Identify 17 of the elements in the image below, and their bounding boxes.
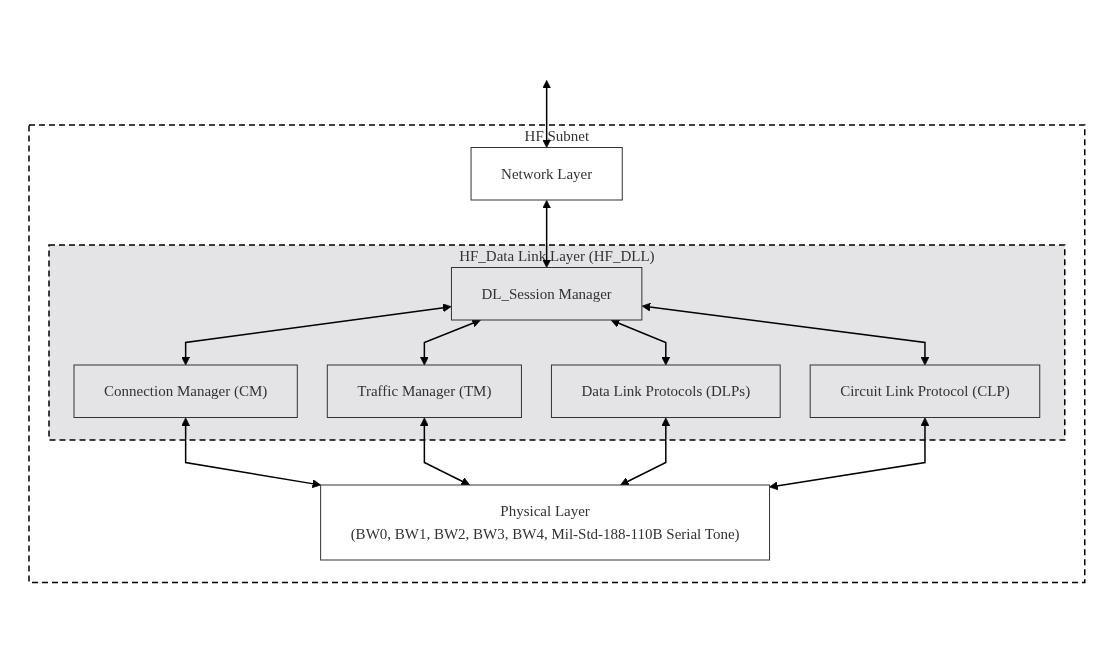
arrow	[419, 319, 481, 366]
node-box: Traffic Manager (TM)	[326, 364, 522, 419]
node-box: Network Layer	[470, 147, 623, 201]
arrow	[641, 303, 929, 366]
node-box: Physical Layer (BW0, BW1, BW2, BW3, BW4, Mil-Std-188-110B Serial Tone)	[319, 484, 770, 561]
arrow	[619, 417, 670, 486]
arrow	[180, 303, 452, 366]
node-box: DL_Session Manager	[450, 267, 642, 321]
arrow	[419, 417, 470, 486]
arrow	[180, 417, 321, 489]
arrow	[610, 319, 670, 366]
node-box: Data Link Protocols (DLPs)	[550, 364, 781, 419]
node-box: Circuit Link Protocol (CLP)	[809, 364, 1040, 419]
arrow	[768, 417, 929, 491]
node-box: Connection Manager (CM)	[73, 364, 298, 419]
arrow	[541, 80, 551, 149]
arrow	[541, 200, 551, 269]
